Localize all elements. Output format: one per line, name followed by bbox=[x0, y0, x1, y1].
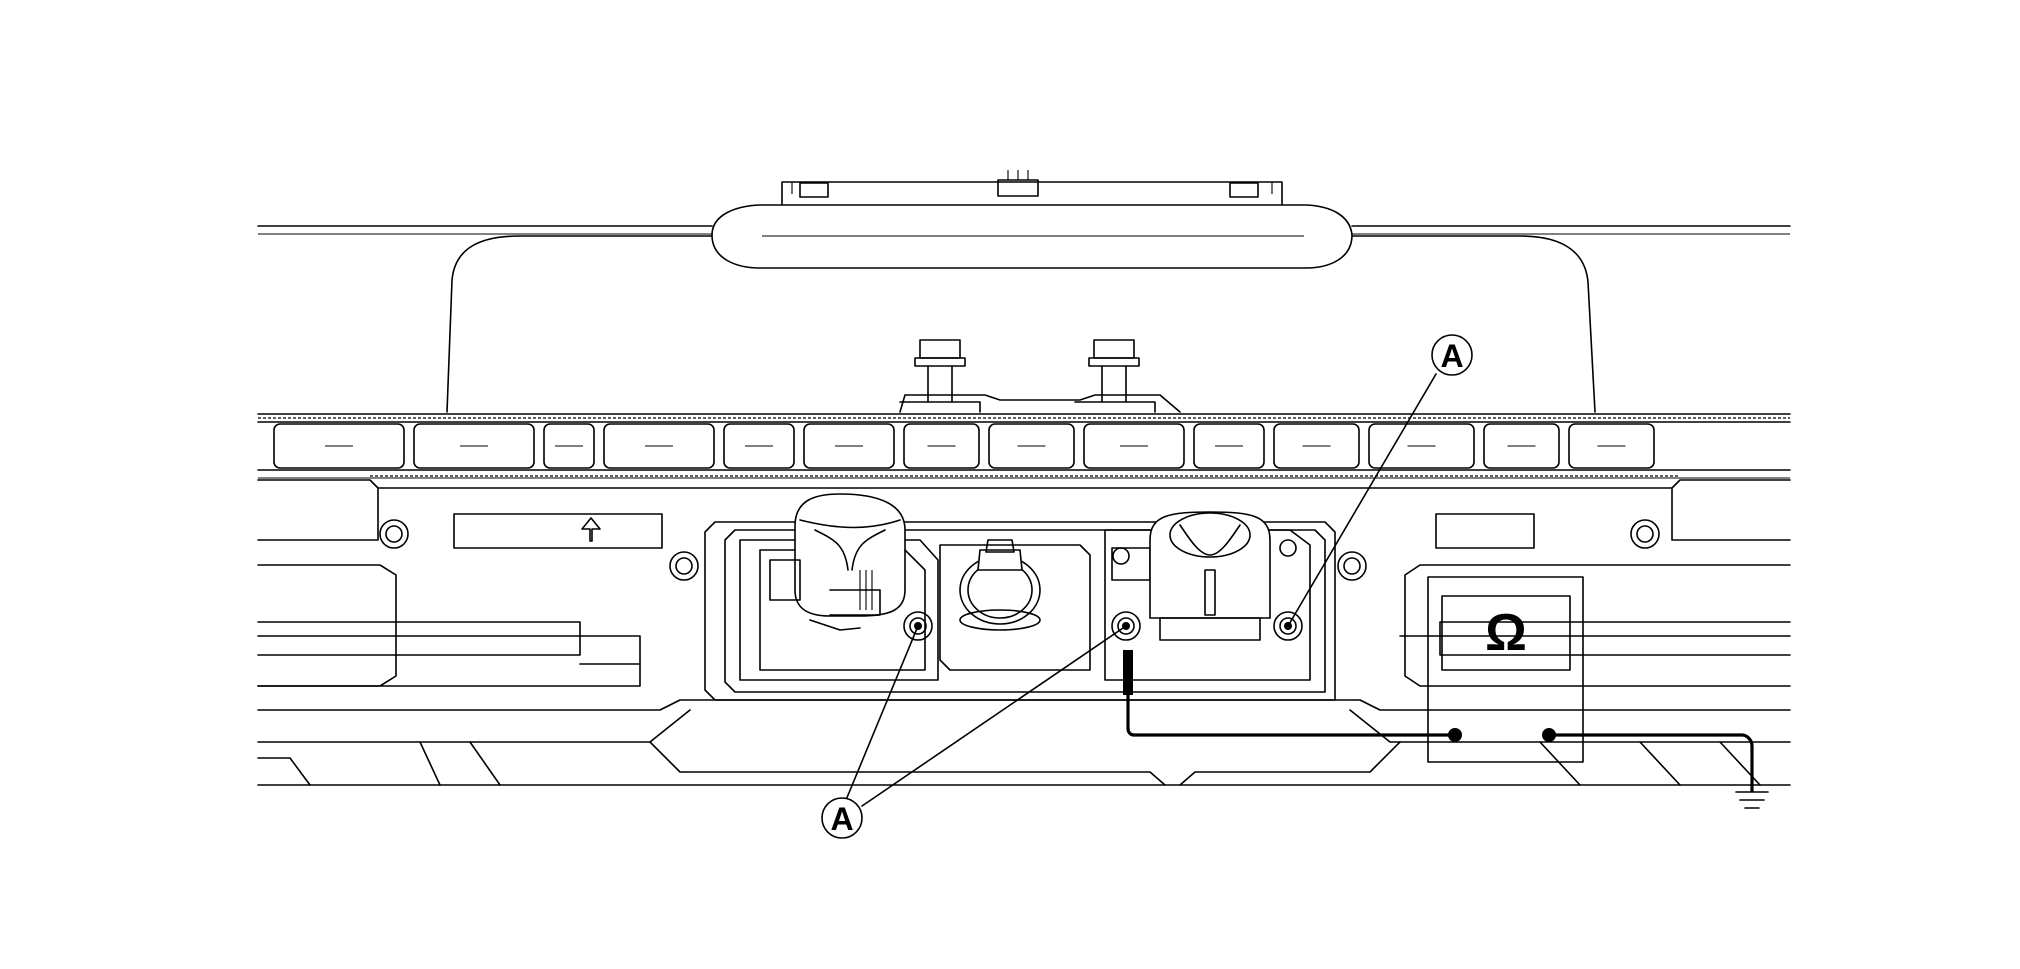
cell-block bbox=[988, 423, 1075, 469]
cell-block bbox=[1083, 423, 1185, 469]
bolt-right-inner bbox=[1337, 551, 1367, 581]
dome-bolts bbox=[899, 339, 1181, 413]
cell-block bbox=[903, 423, 980, 469]
test-lead-to-ground bbox=[1549, 733, 1754, 792]
cell-block bbox=[1273, 423, 1360, 469]
callout-a-top-label: A bbox=[1440, 338, 1463, 374]
cell-block bbox=[1483, 423, 1560, 469]
bolt-right-outer bbox=[1630, 519, 1660, 549]
bolt-left-inner bbox=[669, 551, 699, 581]
cell-block bbox=[1193, 423, 1265, 469]
test-lead-to-terminal bbox=[1126, 660, 1455, 737]
bolt-left-outer bbox=[379, 519, 409, 549]
cell-block bbox=[1368, 423, 1475, 469]
probe-tip bbox=[1123, 650, 1133, 695]
ohmmeter: Ω bbox=[1427, 576, 1584, 763]
ohm-symbol: Ω bbox=[1485, 604, 1527, 662]
cell-block bbox=[543, 423, 595, 469]
center-fitting bbox=[939, 539, 1091, 671]
cell-block bbox=[603, 423, 715, 469]
callout-a-bottom-label: A bbox=[830, 801, 853, 837]
side-bolts bbox=[379, 519, 1660, 581]
bolt-right bbox=[1074, 339, 1156, 413]
test-leads bbox=[1123, 650, 1769, 809]
cell-stack-row bbox=[257, 413, 1791, 479]
callout-a-top: A bbox=[1287, 334, 1473, 627]
cell-block bbox=[273, 423, 405, 469]
ground-icon bbox=[1735, 791, 1769, 809]
cell-block bbox=[1568, 423, 1655, 469]
connector-right bbox=[1104, 511, 1311, 681]
connector-left bbox=[739, 493, 939, 681]
front-arrow-icon bbox=[581, 517, 601, 542]
battery-cover bbox=[257, 170, 1791, 413]
cell-block bbox=[723, 423, 795, 469]
cell-block bbox=[803, 423, 895, 469]
cell-block bbox=[413, 423, 535, 469]
bolt-left bbox=[899, 339, 981, 413]
callout-a-bottom: A bbox=[821, 625, 1127, 839]
label-plates bbox=[453, 513, 1535, 549]
